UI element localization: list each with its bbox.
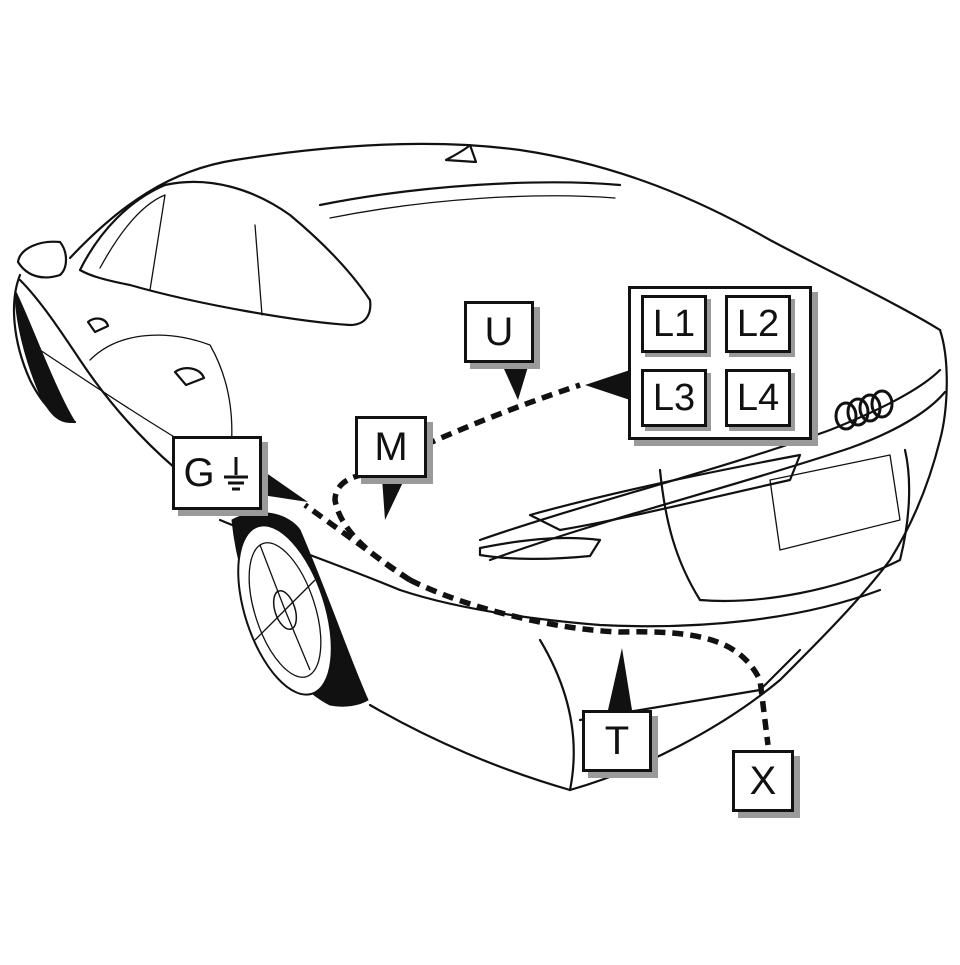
label-U-text: U bbox=[484, 310, 514, 354]
wire-to-lamps bbox=[423, 382, 581, 448]
label-L1-text: L1 bbox=[652, 303, 696, 345]
label-M: M bbox=[355, 416, 427, 478]
pointer-lamps bbox=[585, 370, 630, 400]
label-L3: L3 bbox=[641, 369, 707, 427]
label-T-text: T bbox=[604, 719, 630, 763]
label-T: T bbox=[582, 710, 652, 772]
label-L1: L1 bbox=[641, 295, 707, 353]
label-M-text: M bbox=[374, 425, 408, 469]
ground-symbol-icon bbox=[223, 457, 248, 491]
front-wheel bbox=[14, 289, 76, 424]
rear-wheel bbox=[231, 512, 369, 707]
label-X: X bbox=[732, 750, 794, 812]
pointer-M bbox=[382, 478, 405, 520]
label-L3-text: L3 bbox=[652, 377, 696, 419]
pointer-T bbox=[608, 648, 632, 710]
label-L2-text: L2 bbox=[736, 303, 780, 345]
label-X-text: X bbox=[749, 759, 777, 803]
pointer-U bbox=[500, 360, 530, 400]
label-G: G bbox=[172, 436, 262, 510]
four-rings-logo-icon bbox=[834, 389, 894, 431]
label-U: U bbox=[464, 301, 534, 363]
pointer-G bbox=[262, 470, 308, 502]
car-body bbox=[12, 142, 948, 792]
label-G-text: G bbox=[183, 451, 215, 495]
lamp-group-box: L1 L2 L3 L4 bbox=[628, 286, 812, 440]
label-L4: L4 bbox=[725, 369, 791, 427]
wire-to-tow-bar bbox=[408, 577, 771, 746]
label-L4-text: L4 bbox=[736, 377, 780, 419]
pointers bbox=[262, 360, 632, 710]
label-L2: L2 bbox=[725, 295, 791, 353]
